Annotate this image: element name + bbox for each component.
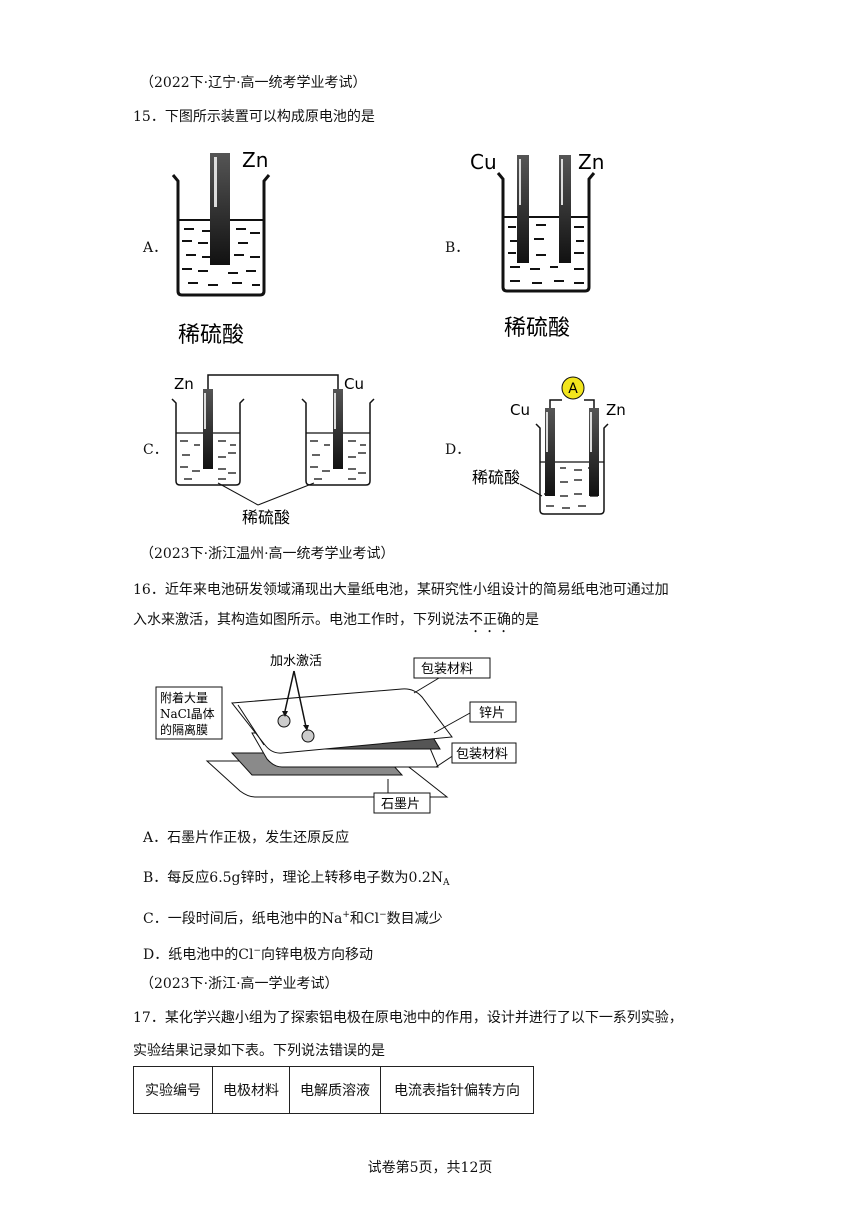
q16-membrane-label-2: NaCl晶体 — [160, 707, 215, 721]
q15-c-cu-label: Cu — [344, 375, 364, 393]
q15-b-solution-label: 稀硫酸 — [504, 316, 570, 341]
q16-stem-part-a: 入水来激活，其构造如图所示。电池工作时，下列说法 — [133, 612, 469, 628]
q16-graphite-label: 石墨片 — [381, 797, 420, 812]
q16-option-c-na: Na — [321, 911, 343, 927]
q16-option-c: C．一段时间后，纸电池中的Na+和Cl−数目减少 — [143, 905, 443, 929]
q16-option-d-cl-charge: − — [253, 946, 261, 956]
q16-pack-bottom-label: 包装材料 — [456, 747, 508, 762]
q15-a-zn-label: Zn — [242, 148, 268, 172]
q16-zinc-label: 锌片 — [479, 706, 505, 721]
q16-option-c-text-2: 数目减少 — [386, 911, 443, 927]
q17-stem-line1: 17．某化学兴趣小组为了探索铝电极在原电池中的作用，设计并进行了以下一系列实验， — [133, 1010, 683, 1026]
q16-stem-emphasis: 不正确 — [469, 612, 511, 628]
q16-source: （2023下·浙江温州·高一统考学业考试） — [140, 546, 395, 562]
q16-membrane-label-1: 附着大量 — [160, 690, 208, 705]
q16-option-a: A．石墨片作正极，发生还原反应 — [143, 830, 350, 846]
q16-option-d-text-1: D．纸电池中的 — [143, 947, 239, 963]
table-header-cell: 电流表指针偏转方向 — [380, 1066, 534, 1114]
q15-source: （2022下·辽宁·高一统考学业考试） — [140, 75, 367, 91]
table-header-cell: 实验编号 — [133, 1066, 213, 1114]
q15-b-zn-label: Zn — [578, 150, 604, 174]
q16-pack-top-label: 包装材料 — [421, 662, 473, 677]
q15-option-c-letter: C． — [143, 442, 168, 458]
q16-option-c-cl: Cl — [363, 911, 380, 927]
q15-c-zn-label: Zn — [174, 375, 194, 393]
q16-activate-label: 加水激活 — [270, 654, 322, 669]
q16-option-d: D．纸电池中的Cl−向锌电极方向移动 — [143, 941, 373, 965]
q16-option-d-cl: Cl — [238, 947, 254, 963]
q16-option-b-subscript: A — [443, 878, 450, 888]
q17-source: （2023下·浙江·高一学业考试） — [140, 976, 339, 992]
q16-option-b-text-1: B．每反应 — [143, 870, 210, 886]
q16-stem-part-b: 的是 — [511, 612, 539, 628]
q15-d-zn-label: Zn — [606, 401, 626, 419]
ammeter-icon — [561, 376, 585, 400]
table-header-cell: 电极材料 — [212, 1066, 290, 1114]
q16-option-c-text-1: C．一段时间后，纸电池中的 — [143, 911, 322, 927]
q16-option-b-text-2: 锌时，理论上转移电子数为 — [240, 870, 409, 886]
q15-a-solution-label: 稀硫酸 — [178, 323, 244, 348]
q16-option-d-text-2: 向锌电极方向移动 — [260, 947, 373, 963]
q15-option-a-letter: A． — [143, 240, 168, 256]
q15-c-solution-label: 稀硫酸 — [242, 508, 290, 527]
q17-stem-line2: 实验结果记录如下表。下列说法错误的是 — [133, 1043, 385, 1059]
q15-d-cu-label: Cu — [510, 401, 530, 419]
q16-stem-line2: 入水来激活，其构造如图所示。电池工作时，下列说法不正确的是 — [133, 610, 539, 636]
q15-option-d-letter: D． — [445, 442, 471, 458]
q15-d-meter-label: A — [568, 381, 578, 397]
q15-b-cu-label: Cu — [470, 150, 497, 174]
q15-option-b-diagram: Cu Zn 稀硫酸 — [470, 150, 604, 341]
q15-stem: 15．下图所示装置可以构成原电池的是 — [133, 109, 375, 125]
q16-option-c-and: 和 — [349, 911, 364, 927]
q16-option-b-mass: 6.5g — [209, 870, 241, 886]
table-header-row: 实验编号 电极材料 电解质溶液 电流表指针偏转方向 — [133, 1066, 534, 1114]
q16-stem-line1: 16．近年来电池研发领域涌现出大量纸电池，某研究性小组设计的简易纸电池可通过加 — [133, 582, 669, 598]
q15-option-a-diagram: Zn 稀硫酸 — [171, 148, 271, 348]
page-footer: 试卷第5页，共12页 — [367, 1160, 493, 1176]
table-header-cell: 电解质溶液 — [289, 1066, 381, 1114]
q16-paper-battery-diagram: 加水激活 包装材料 附着大量 NaCl晶体 的隔离膜 锌片 包装材料 石墨片 — [155, 654, 517, 814]
q16-membrane-label-3: 的隔离膜 — [160, 722, 208, 737]
q16-option-c-na-charge: + — [342, 910, 350, 920]
q15-option-b-letter: B． — [445, 240, 470, 256]
q16-option-b-value: 0.2N — [408, 870, 444, 886]
q17-results-table: 实验编号 电极材料 电解质溶液 电流表指针偏转方向 — [133, 1066, 534, 1114]
q16-option-c-cl-charge: − — [379, 910, 387, 920]
q16-option-b: B．每反应6.5g锌时，理论上转移电子数为0.2NA — [143, 868, 450, 893]
q15-option-d-diagram: A Cu Zn 稀硫酸 — [472, 376, 626, 515]
q15-d-solution-label: 稀硫酸 — [472, 468, 520, 487]
q15-option-c-diagram: Zn Cu 稀硫酸 — [171, 374, 375, 527]
